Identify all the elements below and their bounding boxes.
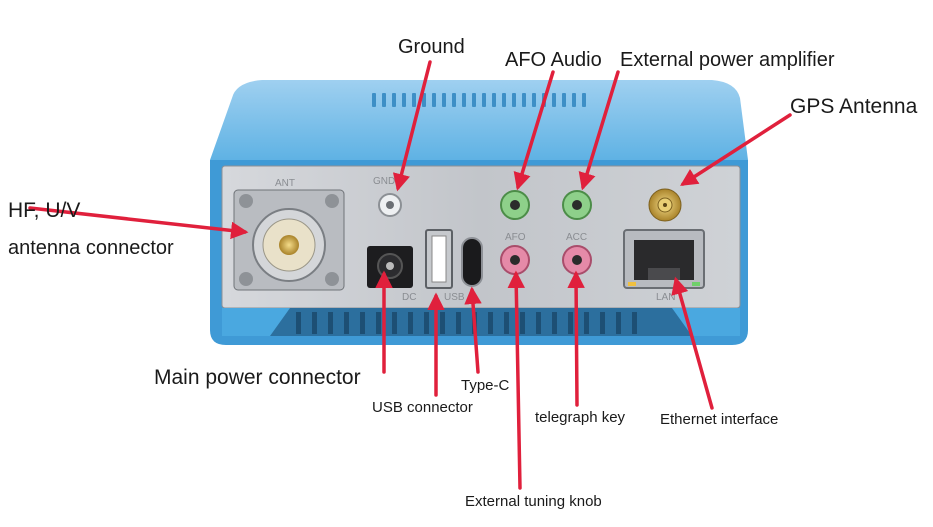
heatsink-fins [296, 312, 637, 334]
silk-gnd: GND [373, 176, 395, 187]
arrow-telegraph-key [567, 270, 585, 407]
uhf-antenna-connector [233, 189, 345, 291]
silk-afo: AFO [505, 232, 526, 243]
ground-terminal [378, 193, 402, 217]
label-afo-audio: AFO Audio [505, 49, 602, 71]
telegraph-key-jack [562, 245, 592, 275]
label-main-power: Main power connector [154, 366, 361, 389]
bottom-heatsink [222, 308, 740, 336]
usb-a-port [425, 229, 453, 289]
afo-audio-jack [500, 190, 530, 220]
sma-gps-connector [648, 188, 682, 222]
arrow-external-tuning-knob [507, 270, 526, 490]
acc-amplifier-jack [562, 190, 592, 220]
arrow-hf-uv [28, 206, 249, 240]
label-gps-antenna: GPS Antenna [790, 95, 918, 118]
arrow-ethernet [671, 276, 714, 410]
label-ethernet-interface: Ethernet interface [660, 411, 779, 428]
arrow-gps-antenna [680, 113, 792, 186]
dc-power-jack [367, 246, 413, 288]
arrow-ground [392, 60, 432, 192]
arrow-type-c [464, 286, 482, 374]
silk-lan: LAN [656, 292, 675, 303]
label-hf-uv-line1: HF, U/V [8, 199, 81, 222]
chassis-top [210, 80, 748, 160]
top-vents [372, 93, 586, 107]
label-external-tuning-knob: External tuning knob [465, 493, 602, 510]
silk-ant: ANT [275, 178, 295, 189]
panel-silkscreen: ANT GND AFO ACC DC USB LAN [275, 176, 675, 303]
chassis-side-trim [222, 308, 740, 336]
silk-usb: USB [444, 292, 465, 303]
label-telegraph-key: telegraph key [535, 409, 626, 426]
label-type-c: Type-C [461, 377, 510, 394]
callout-arrows [28, 60, 792, 490]
arrow-external-power-amplifier [578, 70, 620, 191]
silk-acc: ACC [566, 232, 587, 243]
label-usb-connector: USB connector [372, 399, 473, 416]
label-external-power-amplifier: External power amplifier [620, 49, 835, 71]
usb-c-port [461, 237, 483, 287]
ethernet-port [623, 229, 705, 289]
label-hf-uv-line2: antenna connector [8, 237, 174, 259]
silk-dc: DC [402, 292, 416, 303]
tuning-knob-jack [500, 245, 530, 275]
arrow-afo-audio [513, 70, 555, 191]
label-ground: Ground [398, 36, 465, 58]
